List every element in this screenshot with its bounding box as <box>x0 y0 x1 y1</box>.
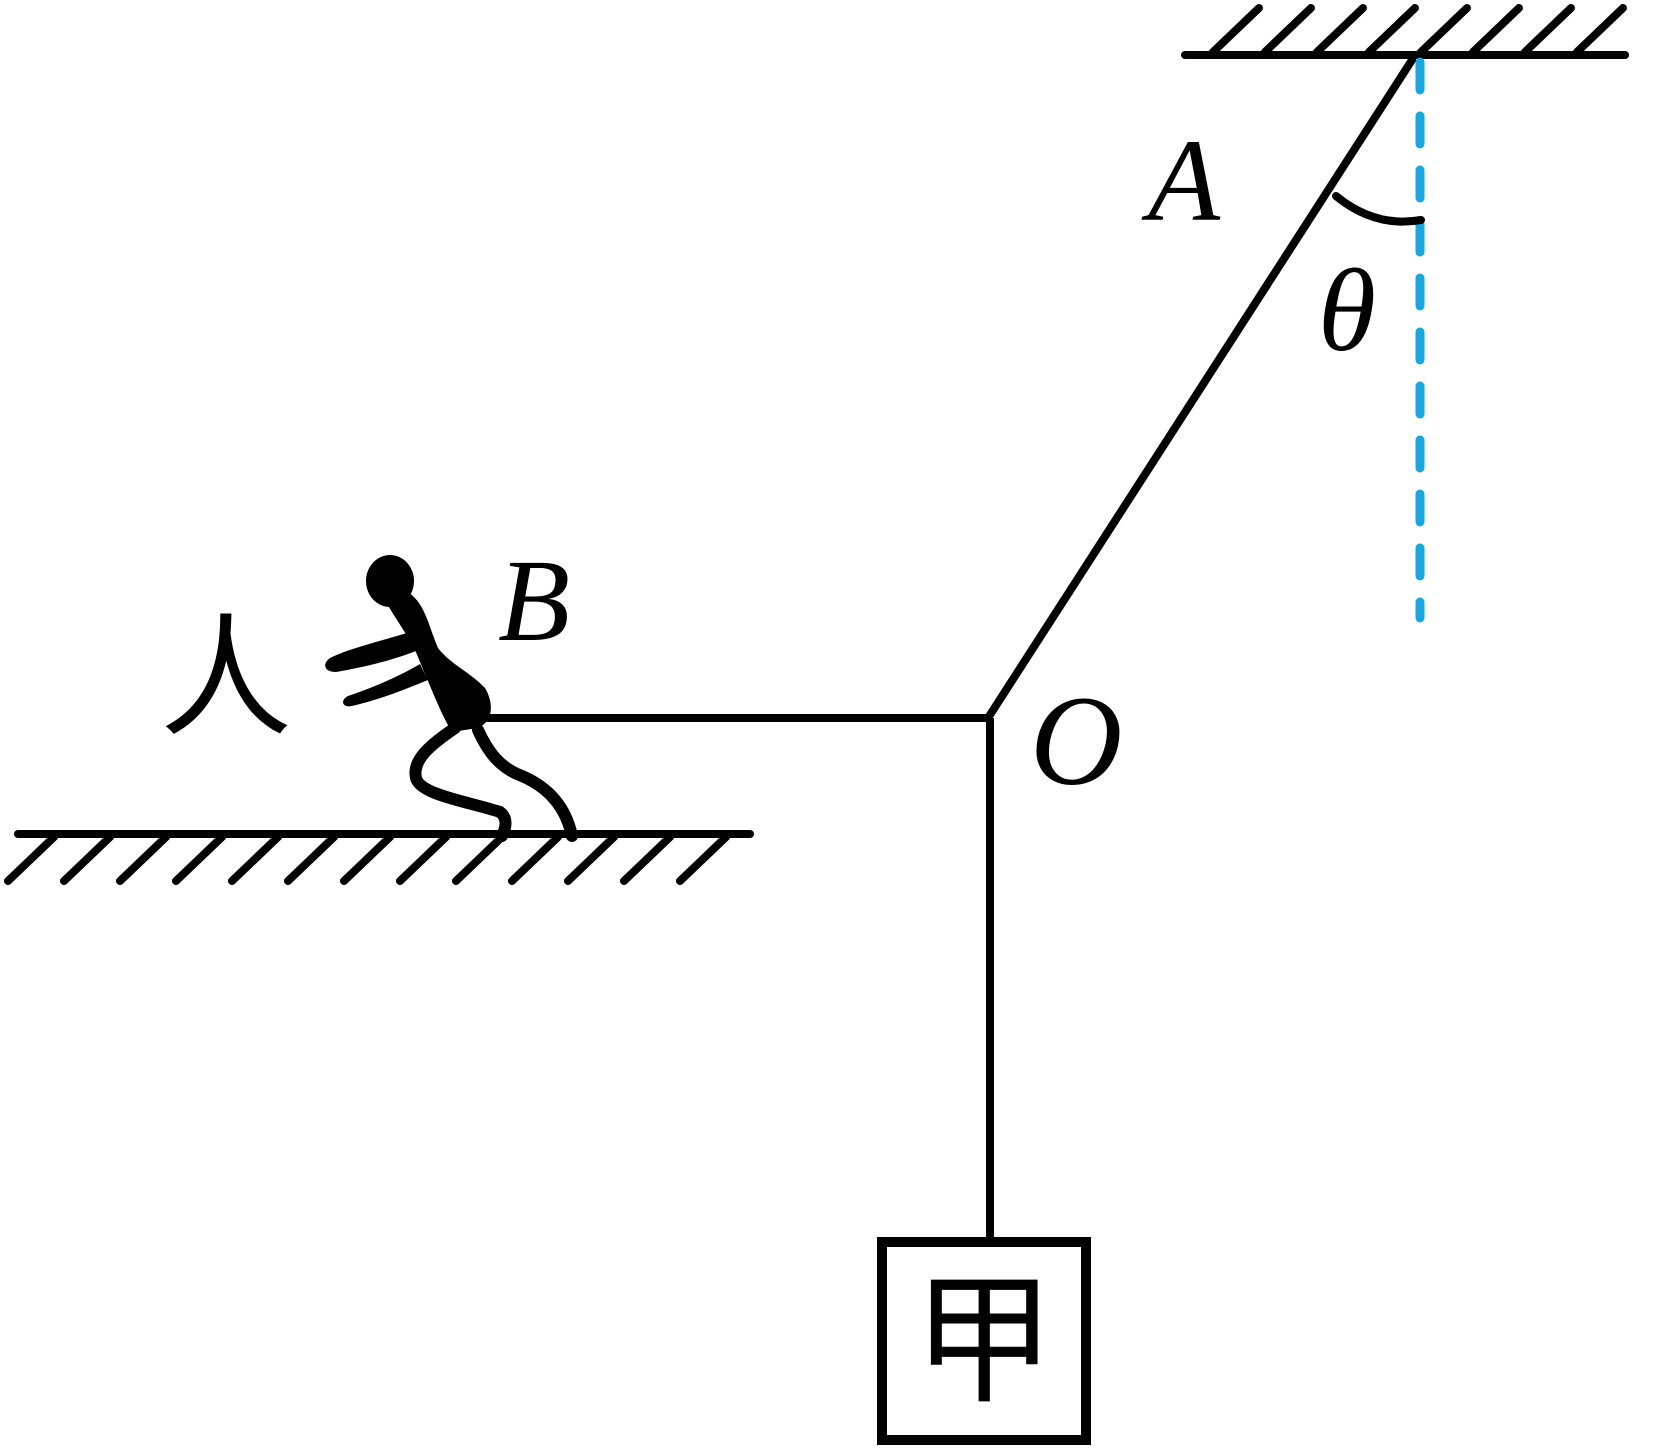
label-point-a: A <box>1141 115 1221 246</box>
label-point-o: O <box>1030 670 1122 812</box>
rope-oa <box>984 56 1416 722</box>
angle-arc <box>1332 192 1425 226</box>
label-angle: θ <box>1318 245 1376 376</box>
floor <box>4 830 754 885</box>
label-point-b: B <box>498 535 570 666</box>
block <box>877 1237 1091 1445</box>
person-figure <box>325 555 578 842</box>
label-person: 人 <box>160 602 292 756</box>
ceiling <box>1181 4 1629 59</box>
label-block: 甲 <box>913 1259 1055 1424</box>
